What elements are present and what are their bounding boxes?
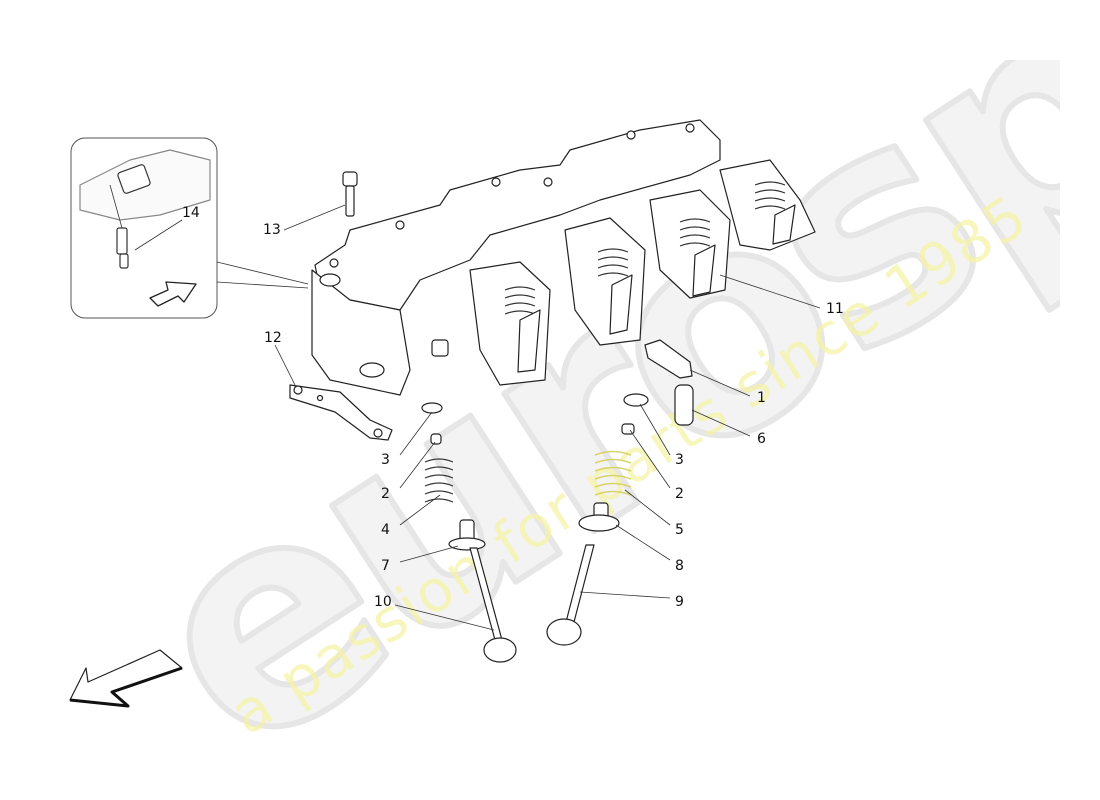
callout-3-left: 3 [381,452,390,468]
cam-carrier-housing [311,119,721,396]
callout-8: 8 [675,558,684,574]
callout-6: 6 [757,431,766,447]
callout-1: 1 [757,390,766,406]
callout-14: 14 [182,205,200,221]
callout-3-right: 3 [675,452,684,468]
detail-inset-box [70,137,218,319]
callout-2-right: 2 [675,486,684,502]
callout-2-left: 2 [381,486,390,502]
callout-11: 11 [826,301,844,317]
callout-5: 5 [675,522,684,538]
callout-13: 13 [263,222,281,238]
callout-10: 10 [374,594,392,610]
callout-12: 12 [264,330,282,346]
callout-9: 9 [675,594,684,610]
rocker-units [469,159,816,386]
callout-4: 4 [381,522,390,538]
callout-7: 7 [381,558,390,574]
